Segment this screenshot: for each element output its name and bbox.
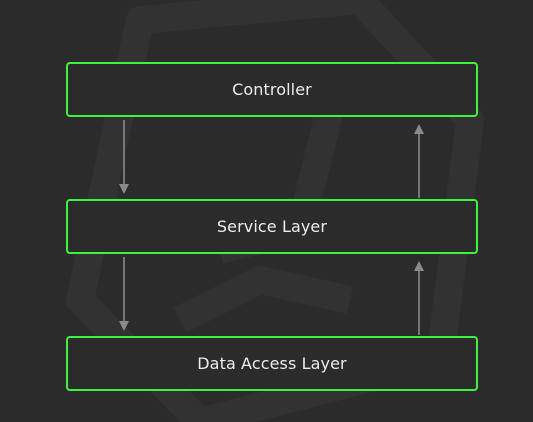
data-access-layer-box: Data Access Layer — [66, 336, 478, 391]
controller-box: Controller — [66, 62, 478, 117]
controller-label: Controller — [232, 80, 312, 99]
service-layer-label: Service Layer — [216, 217, 328, 236]
data-access-layer-label: Data Access Layer — [197, 354, 347, 373]
service-layer-box: Service Layer — [66, 199, 478, 254]
